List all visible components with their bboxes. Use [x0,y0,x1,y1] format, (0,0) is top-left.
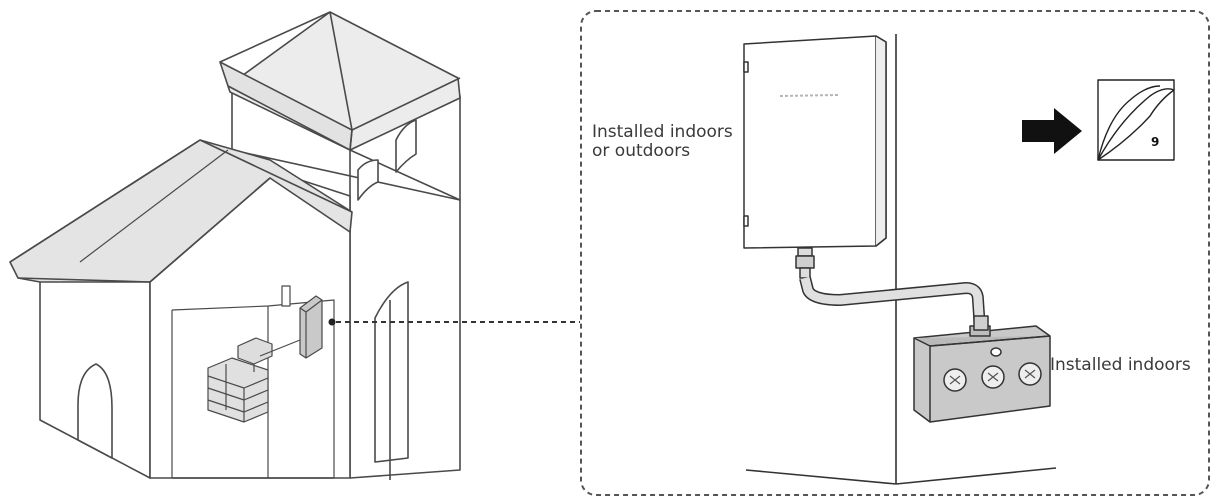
wall-mounted-enclosure [743,35,887,279]
right-arrow-icon [1022,108,1082,154]
back-tower [219,11,461,480]
garage-equipment [207,285,323,423]
label-installed-indoors-or-outdoors: Installed indoors or outdoors [592,123,733,161]
label-line-2: or outdoors [592,141,691,161]
connection-dot [328,318,336,326]
front-house [9,139,353,479]
wall-corner [745,34,1057,485]
label-installed-indoors: Installed indoors [1050,355,1191,375]
page-reference-number: 9 [1151,135,1160,149]
page-turn-icon [1097,79,1175,161]
house-illustration [9,11,461,480]
label-line-1: Installed indoors [592,122,733,142]
transfer-switch-box [913,315,1051,423]
